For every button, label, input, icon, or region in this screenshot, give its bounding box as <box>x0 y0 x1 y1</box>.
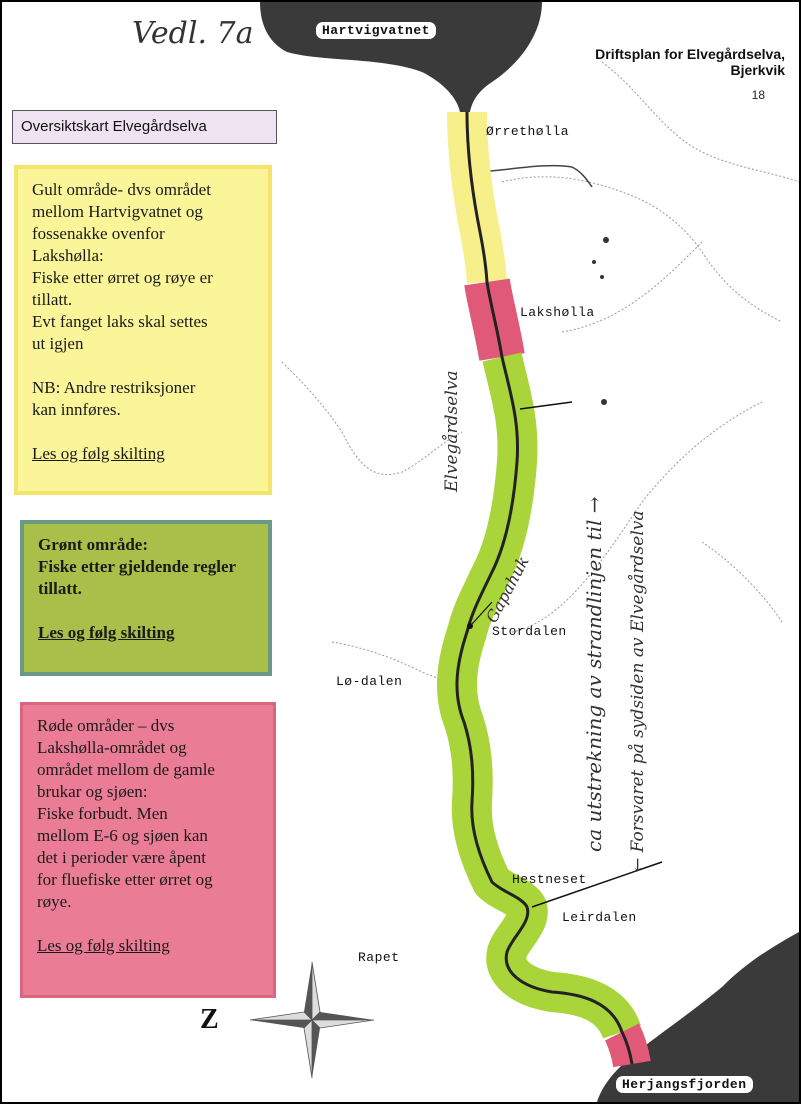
annotation-defence-south: ← Forsvaret på sydsiden av Elvegårdselva <box>628 510 648 873</box>
label-stordalen: Stordalen <box>492 624 567 639</box>
green-signage-link[interactable]: Les og følg skilting <box>38 623 175 642</box>
yellow-line: Evt fanget laks skal settes <box>32 312 208 331</box>
yellow-line: ut igjen <box>32 334 84 353</box>
gapahuk-arrow <box>471 601 493 625</box>
red-line: brukar og sjøen: <box>37 782 148 801</box>
label-hartvigvatnet: Hartvigvatnet <box>316 22 436 39</box>
label-elvegardselva: Elvegårdselva <box>442 370 462 493</box>
pond <box>601 399 607 405</box>
annotation-shoreline-extent: ca utstrekning av strandlinjen til → <box>582 496 606 852</box>
compass-rose <box>249 961 375 1079</box>
laksholla-pointer-line <box>519 401 573 410</box>
label-rapet: Rapet <box>358 950 400 965</box>
yellow-signage-link[interactable]: Les og følg skilting <box>32 444 165 463</box>
red-zone-legend: Røde områder – dvs Lakshølla-området og … <box>20 702 276 998</box>
yellow-line: Fiske etter ørret og røye er <box>32 268 213 287</box>
red-line: området mellom de gamle <box>37 760 215 779</box>
red-line: Fiske forbudt. Men <box>37 804 168 823</box>
label-leirdalen: Leirdalen <box>562 910 637 925</box>
red-line: mellom E-6 og sjøen kan <box>37 826 208 845</box>
document-title-line2: Bjerkvik <box>730 62 785 78</box>
hestneset-pointer-line <box>531 861 663 908</box>
yellow-line: tillatt. <box>32 290 73 309</box>
yellow-note: kan innføres. <box>32 400 121 419</box>
red-line: Lakshølla-området og <box>37 738 187 757</box>
yellow-line: mellom Hartvigvatnet og <box>32 202 203 221</box>
green-line: tillatt. <box>38 579 82 598</box>
elvegardselva-river <box>455 111 634 1065</box>
pond <box>603 237 609 243</box>
yellow-zone-legend: Gult område- dvs området mellom Hartvigv… <box>14 165 272 495</box>
pond <box>592 260 596 264</box>
hartvigvatnet-lake <box>260 2 542 112</box>
yellow-note: NB: Andre restriksjoner <box>32 378 196 397</box>
yellow-line: fossenakke ovenfor <box>32 224 165 243</box>
map-title: Oversiktskart Elvegårdselva <box>12 110 277 144</box>
red-signage-link[interactable]: Les og følg skilting <box>37 936 170 955</box>
page-number: 18 <box>751 88 765 102</box>
yellow-line: Lakshølla: <box>32 246 104 265</box>
yellow-line: Gult område- dvs området <box>32 180 211 199</box>
label-laksholla: Lakshølla <box>520 305 595 320</box>
attachment-label: Vedl. 7a <box>132 16 254 51</box>
document-title: Driftsplan for Elvegårdselva, Bjerkvik <box>525 46 785 78</box>
label-herjangsfjorden: Herjangsfjorden <box>616 1076 753 1093</box>
green-line: Grønt område: <box>38 535 149 554</box>
gapahuk-marker <box>467 623 473 629</box>
red-line: det i perioder være åpent <box>37 848 206 867</box>
document-title-line1: Driftsplan for Elvegårdselva, <box>595 46 785 62</box>
label-orretholla: Ørrethølla <box>486 124 570 139</box>
compass-label: Z <box>200 1004 219 1035</box>
red-line: for fluefiske etter ørret og <box>37 870 213 889</box>
label-hestneset: Hestneset <box>512 872 587 887</box>
red-line: røye. <box>37 892 72 911</box>
green-zone-legend: Grønt område: Fiske etter gjeldende regl… <box>20 520 272 676</box>
pond <box>600 275 604 279</box>
red-line: Røde områder – dvs <box>37 716 175 735</box>
label-lodalen: Lø-dalen <box>336 674 403 689</box>
terrain-lines <box>281 61 799 685</box>
green-line: Fiske etter gjeldende regler <box>38 557 237 576</box>
tributary-stream <box>471 164 593 188</box>
